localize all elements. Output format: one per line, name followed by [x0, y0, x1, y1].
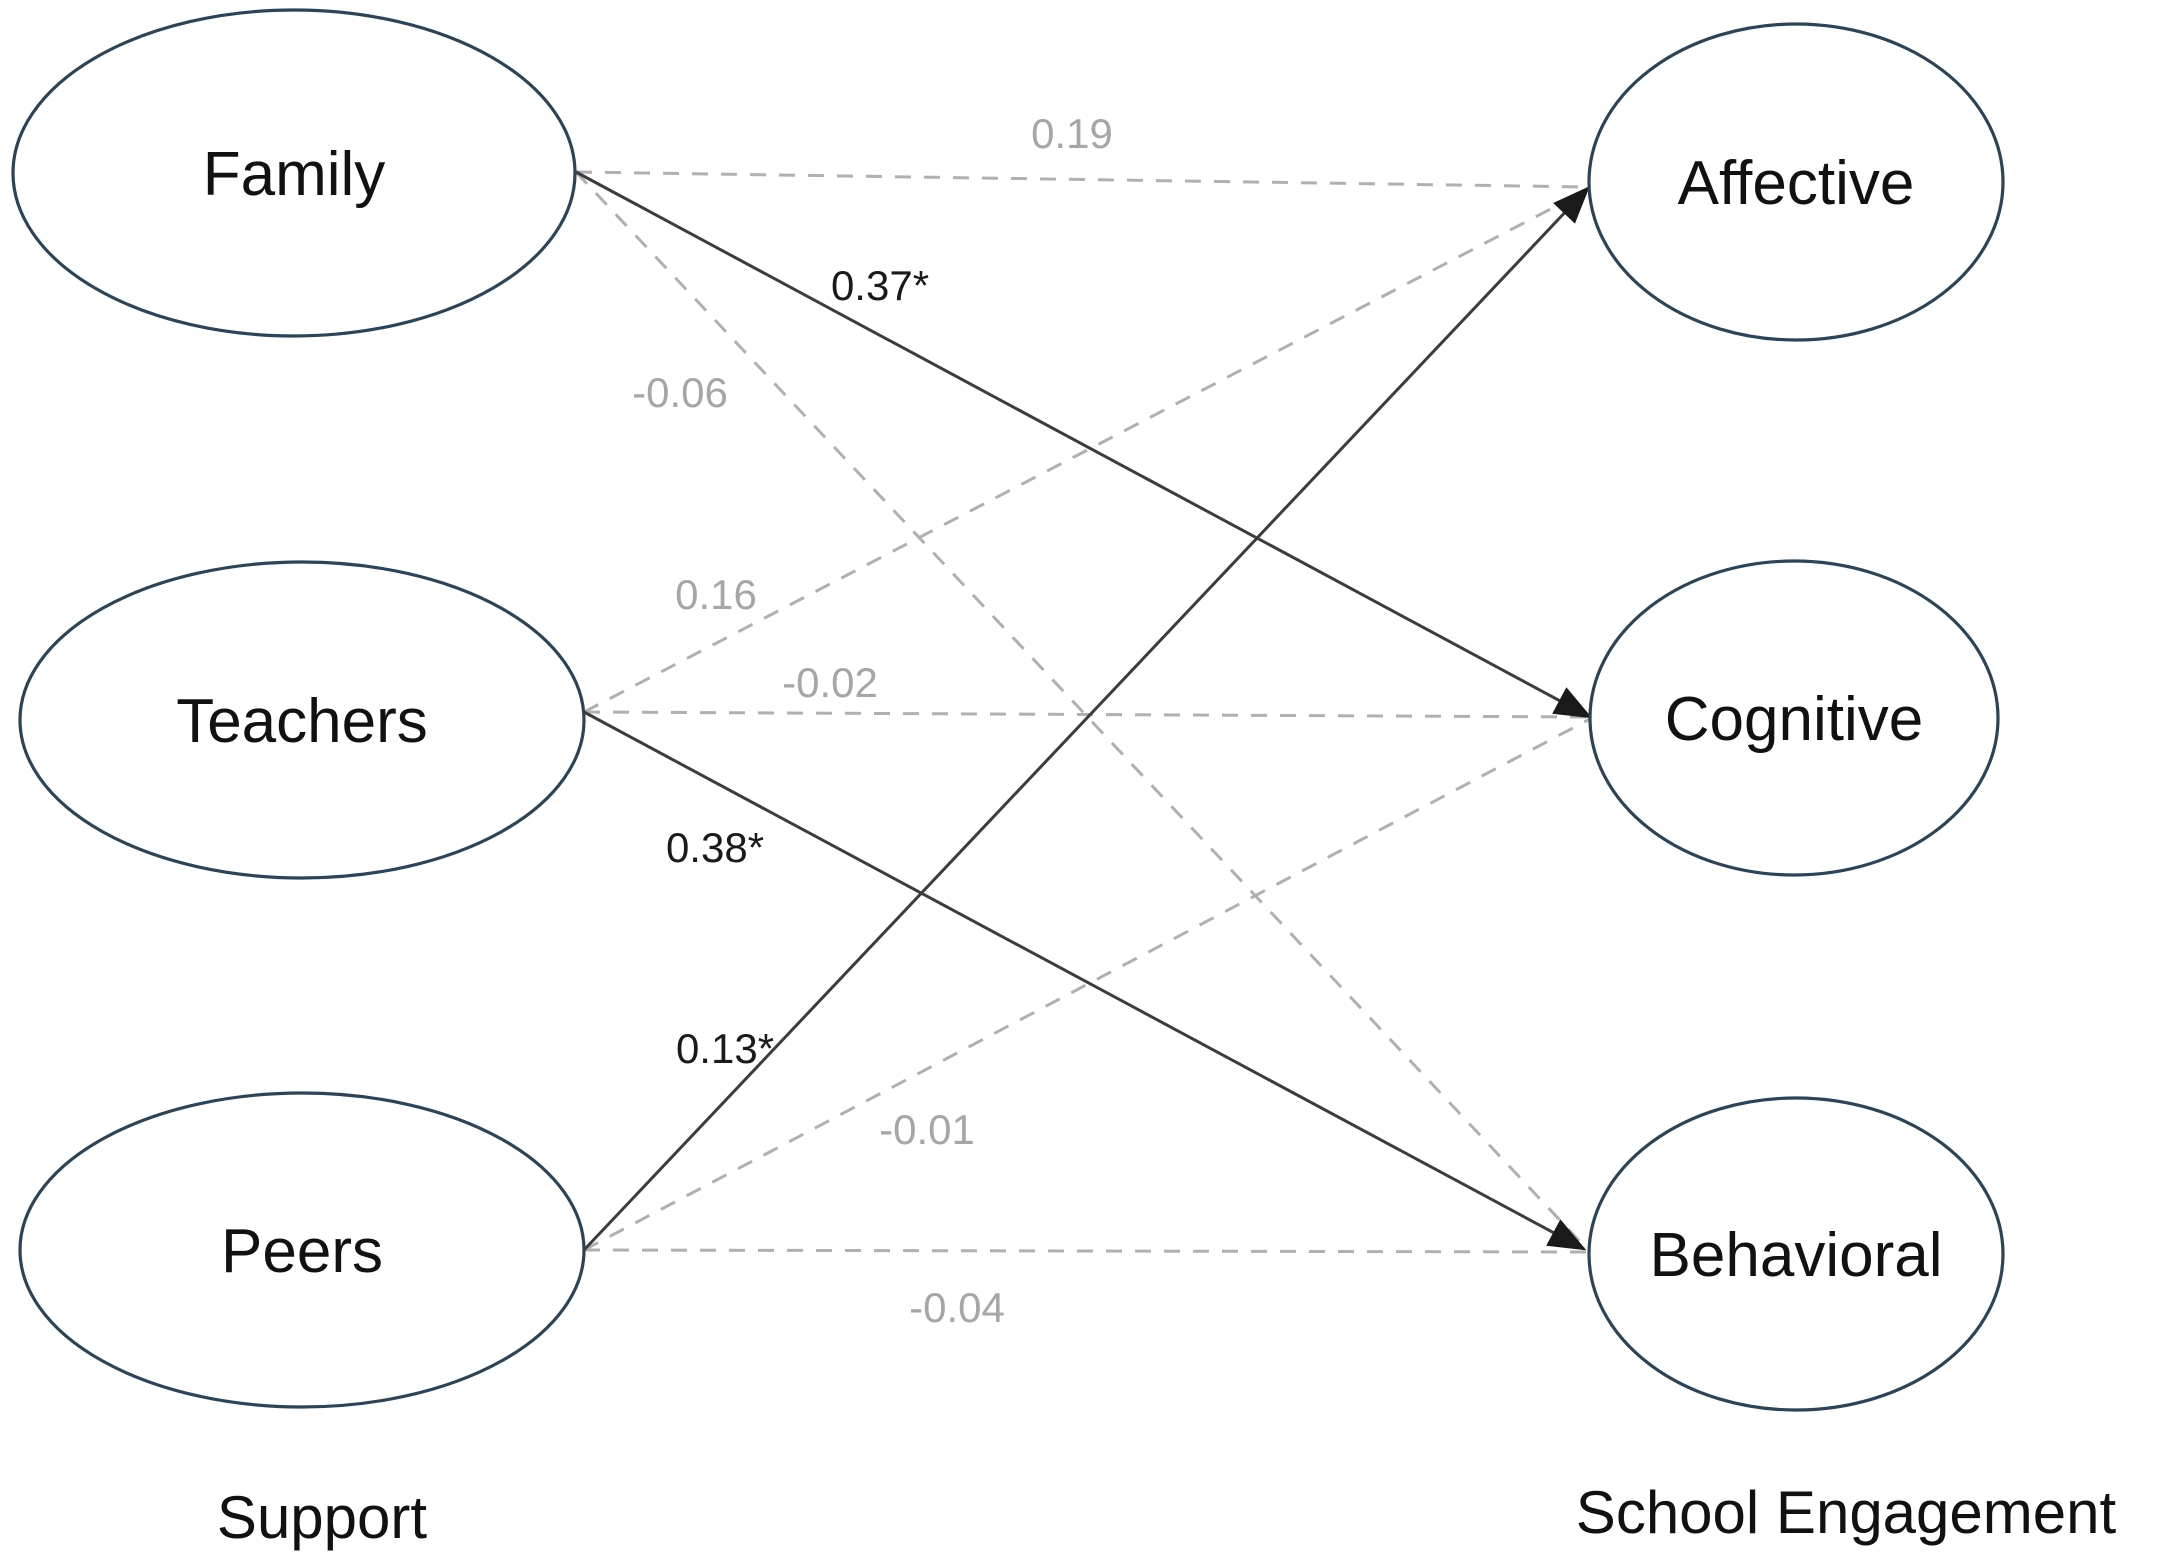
- node-teachers-ellipse: [18, 560, 586, 880]
- edge-label-peers-cognitive: -0.01: [879, 1106, 975, 1153]
- edge-peers-behavioral: [583, 1248, 1587, 1254]
- node-family: Family: [11, 8, 577, 338]
- node-affective-label: Affective: [1678, 149, 1915, 218]
- node-behavioral: Behavioral: [1587, 1096, 2005, 1412]
- edge-family-behavioral: [574, 170, 1588, 1250]
- edge-label-family-behavioral: -0.06: [632, 369, 728, 416]
- edge-label-peers-affective: 0.13*: [676, 1025, 774, 1072]
- school-engagement-group-label: School Engagement: [1576, 1479, 2117, 1546]
- edge-label-family-cognitive: 0.37*: [831, 262, 929, 309]
- edge-label-family-affective: 0.19: [1031, 110, 1113, 157]
- edge-label-teachers-affective: 0.16: [675, 571, 757, 618]
- node-teachers-label: Teachers: [176, 687, 428, 756]
- edge-family-cognitive: [575, 170, 1593, 719]
- edge-teachers-affective: [583, 187, 1590, 714]
- node-family-ellipse: [11, 8, 577, 338]
- edge-teachers-cognitive: [583, 710, 1591, 719]
- node-cognitive-ellipse: [1588, 559, 2000, 877]
- support-group-label: Support: [217, 1484, 427, 1551]
- node-behavioral-ellipse: [1587, 1096, 2005, 1412]
- node-behavioral-label: Behavioral: [1650, 1221, 1943, 1290]
- node-affective: Affective: [1587, 22, 2005, 342]
- node-affective-ellipse: [1587, 22, 2005, 342]
- edge-teachers-behavioral: [583, 710, 1587, 1251]
- edge-label-teachers-behavioral: 0.38*: [666, 824, 764, 871]
- edge-peers-affective: [582, 186, 1590, 1252]
- edge-peers-cognitive: [583, 717, 1591, 1252]
- node-cognitive: Cognitive: [1588, 559, 2000, 877]
- edge-family-affective: [575, 170, 1590, 189]
- edge-label-teachers-cognitive: -0.02: [782, 659, 878, 706]
- node-peers: Peers: [18, 1091, 586, 1409]
- edge-label-peers-behavioral: -0.04: [909, 1284, 1005, 1331]
- node-peers-label: Peers: [221, 1217, 383, 1286]
- node-teachers: Teachers: [18, 560, 586, 880]
- node-cognitive-label: Cognitive: [1665, 685, 1923, 754]
- node-peers-ellipse: [18, 1091, 586, 1409]
- node-family-label: Family: [203, 140, 386, 209]
